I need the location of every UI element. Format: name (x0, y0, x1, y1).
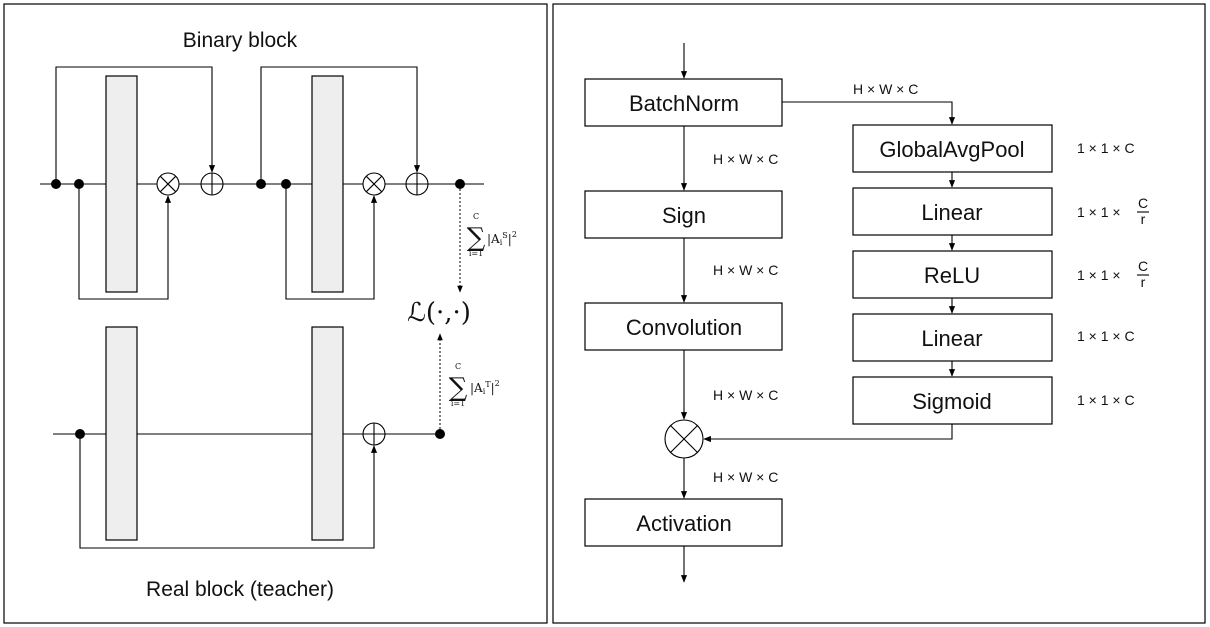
teacher-attention-formula: C ∑ i=1 |AiT|2 (449, 362, 500, 408)
dim-linear1-prefix: 1 × 1 × (1077, 204, 1121, 220)
binary-layer-2 (311, 75, 344, 293)
loss-function: ℒ(·,·) (407, 298, 471, 328)
real-block (53, 326, 445, 549)
dim-relu-num: C (1138, 258, 1148, 274)
binary-skip-2 (260, 66, 421, 184)
student-sum-upper: C (473, 212, 479, 221)
multiply-icon (362, 172, 386, 196)
right-panel: BatchNorm Sign Convolution Activation Gl… (552, 3, 1206, 624)
real-output-node (435, 429, 445, 439)
sigmoid-box (852, 376, 1053, 425)
binary-output-node (455, 179, 465, 189)
left-panel: Binary block Real block (teacher) (3, 3, 548, 624)
batchnorm-label: BatchNorm (629, 91, 739, 116)
binary-gate-loop-1 (78, 184, 172, 300)
binary-block-title: Binary block (183, 29, 298, 52)
multiply-icon (664, 419, 704, 459)
sign-label: Sign (662, 203, 706, 228)
binary-block (40, 66, 484, 300)
multiply-icon (156, 172, 180, 196)
dim-relu-den: r (1141, 274, 1146, 290)
sigmoid-to-mult-arrow (703, 424, 953, 443)
sum-icon: ∑ (449, 373, 468, 403)
batchnorm-box (584, 78, 783, 127)
linear1-box (852, 187, 1053, 236)
linear2-box (852, 313, 1053, 362)
sigmoid-label: Sigmoid (912, 389, 991, 414)
student-attention-formula: C ∑ i=1 |AiS|2 (467, 212, 517, 258)
sum-icon: ∑ (467, 223, 486, 253)
dim-top: H × W × C (853, 81, 918, 97)
left-panel-frame (3, 3, 548, 624)
dim-relu-prefix: 1 × 1 × (1077, 267, 1121, 283)
add-icon (200, 172, 224, 196)
student-sum-expression: |AiS|2 (487, 230, 517, 247)
dim-relu: 1 × 1 × C r (1077, 258, 1149, 290)
relu-label: ReLU (924, 263, 980, 288)
real-block-title: Real block (teacher) (146, 578, 334, 601)
relu-box (852, 250, 1053, 299)
activation-label: Activation (636, 511, 731, 536)
dim-linear1-den: r (1141, 211, 1146, 227)
real-layer-1 (105, 326, 138, 541)
dim-gap: 1 × 1 × C (1077, 140, 1135, 156)
dim-after-conv: H × W × C (713, 387, 778, 403)
binary-node-4 (281, 179, 291, 189)
binary-skip-1 (55, 66, 216, 184)
dim-linear1: 1 × 1 × C r (1077, 195, 1149, 227)
activation-box (584, 498, 783, 547)
linear2-label: Linear (921, 326, 982, 351)
globalavgpool-label: GlobalAvgPool (879, 137, 1024, 162)
add-icon (362, 422, 386, 446)
dim-after-mult: H × W × C (713, 469, 778, 485)
add-icon (405, 172, 429, 196)
binary-node-1 (51, 179, 61, 189)
binary-node-3 (256, 179, 266, 189)
dim-linear1-num: C (1138, 195, 1148, 211)
real-layer-2 (311, 326, 344, 541)
binary-node-2 (74, 179, 84, 189)
binary-layer-1 (105, 75, 138, 293)
dim-after-sign: H × W × C (713, 262, 778, 278)
sign-box (584, 190, 783, 239)
teacher-sum-expression: |AiT|2 (470, 379, 500, 396)
convolution-label: Convolution (626, 315, 742, 340)
teacher-sum-lower: i=1 (451, 399, 465, 408)
dim-sigmoid: 1 × 1 × C (1077, 392, 1135, 408)
globalavgpool-box (852, 124, 1053, 173)
teacher-sum-upper: C (455, 362, 461, 371)
bn-to-gap-arrow (782, 101, 956, 125)
dim-linear2: 1 × 1 × C (1077, 328, 1135, 344)
real-skip (79, 434, 378, 549)
student-sum-lower: i=1 (469, 249, 483, 258)
binary-gate-loop-2 (285, 184, 378, 300)
dim-after-bn: H × W × C (713, 151, 778, 167)
linear1-label: Linear (921, 200, 982, 225)
real-node-1 (75, 429, 85, 439)
convolution-box (584, 302, 783, 351)
